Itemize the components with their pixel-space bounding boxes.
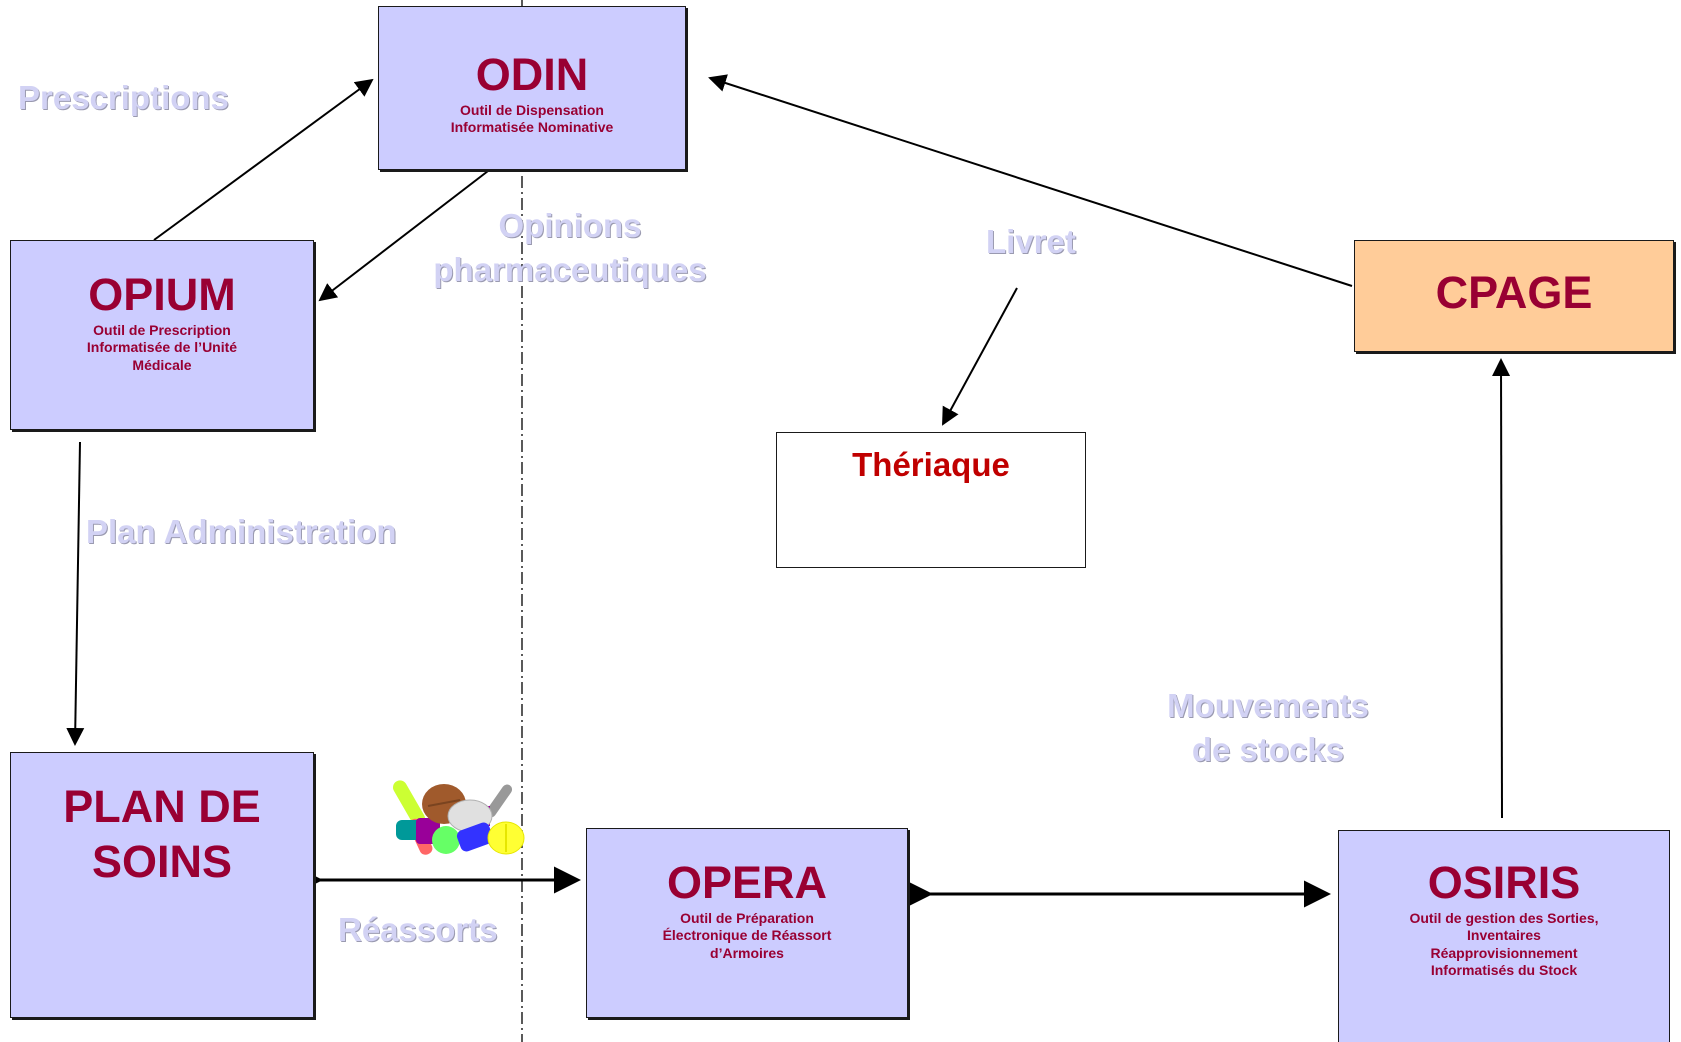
arrow-osiris-to-cpage bbox=[1492, 358, 1511, 819]
node-odin: ODIN Outil de Dispensation Informatisée … bbox=[378, 6, 686, 170]
label-opinions-line-2: pharmaceutiques bbox=[433, 250, 707, 288]
arrow-cpage-to-odin bbox=[708, 74, 1353, 287]
node-osiris-subtitle-2: Inventaires bbox=[1467, 927, 1541, 944]
node-opera: OPERA Outil de Préparation Électronique … bbox=[586, 828, 908, 1018]
label-mouvements: Mouvements de stocks bbox=[1150, 684, 1386, 771]
node-opera-subtitle-3: d’Armoires bbox=[710, 944, 784, 961]
node-opium-subtitle-2: Informatisée de l’Unité bbox=[86, 339, 238, 356]
node-theriaque: Thériaque bbox=[776, 432, 1086, 568]
node-opium-subtitle-1: Outil de Prescription bbox=[93, 321, 231, 338]
label-plan-administration: Plan Administration bbox=[86, 513, 397, 550]
arrow-livret-to-theriaque bbox=[942, 287, 1018, 426]
label-reassorts: Réassorts bbox=[338, 911, 498, 948]
node-cpage-title: CPAGE bbox=[1435, 267, 1593, 318]
node-odin-subtitle-2: Informatisée Nominative bbox=[450, 119, 614, 136]
arrow-opium-to-plan-de-soins bbox=[66, 441, 85, 746]
node-osiris-subtitle-4: Informatisés du Stock bbox=[1430, 962, 1578, 979]
arrow-opium-to-odin bbox=[153, 78, 374, 241]
node-osiris: OSIRIS Outil de gestion des Sorties, Inv… bbox=[1338, 830, 1670, 1042]
node-osiris-title: OSIRIS bbox=[1427, 857, 1581, 908]
label-livret: Livret bbox=[986, 223, 1076, 260]
arrow-odin-to-opium bbox=[318, 170, 489, 302]
node-opera-title: OPERA bbox=[666, 857, 828, 908]
label-prescriptions: Prescriptions bbox=[18, 79, 229, 116]
node-opium-subtitle-3: Médicale bbox=[132, 356, 192, 373]
node-osiris-subtitle-3: Réapprovisionnement bbox=[1430, 944, 1578, 961]
node-odin-subtitle-1: Outil de Dispensation bbox=[460, 101, 604, 118]
node-opium: OPIUM Outil de Prescription Informatisée… bbox=[10, 240, 314, 430]
label-mouvements-line-2: de stocks bbox=[1191, 730, 1345, 768]
node-osiris-subtitle-1: Outil de gestion des Sorties, bbox=[1409, 909, 1599, 926]
node-odin-title: ODIN bbox=[475, 49, 589, 100]
node-opium-title: OPIUM bbox=[88, 269, 236, 320]
node-plan-de-soins-title-2: SOINS bbox=[91, 835, 233, 887]
node-plan-de-soins-title-1: PLAN DE bbox=[63, 781, 261, 832]
node-cpage: CPAGE bbox=[1354, 240, 1674, 352]
node-plan-de-soins: PLAN DE SOINS bbox=[10, 752, 314, 1018]
label-mouvements-line-1: Mouvements bbox=[1167, 687, 1369, 724]
label-opinions: Opinions pharmaceutiques bbox=[410, 204, 730, 291]
node-opera-subtitle-1: Outil de Préparation bbox=[680, 909, 814, 926]
node-theriaque-title: Thériaque bbox=[852, 446, 1010, 483]
label-opinions-line-1: Opinions bbox=[498, 207, 642, 244]
pills-cluster-icon bbox=[393, 780, 525, 855]
node-opera-subtitle-2: Électronique de Réassort bbox=[662, 927, 832, 944]
